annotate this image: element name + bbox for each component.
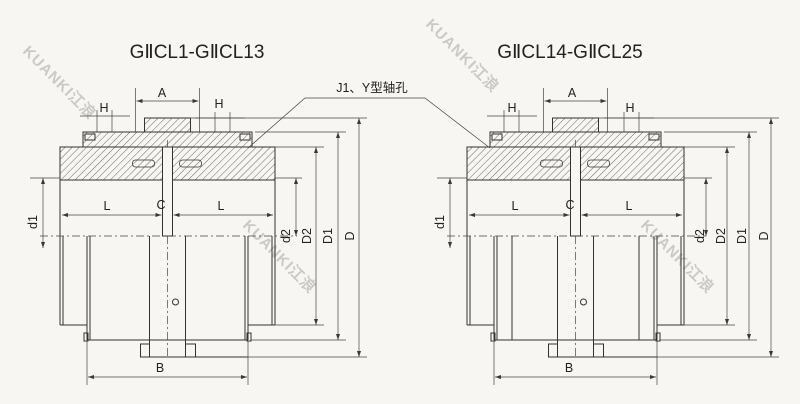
arrowhead xyxy=(294,178,298,236)
dim-label-B: B xyxy=(565,361,573,375)
dim-label-d2: d2 xyxy=(279,229,293,243)
dim-label-D2: D2 xyxy=(714,228,728,244)
mark-symbol xyxy=(580,298,587,306)
leader-note: J1、Y型轴孔 xyxy=(336,80,408,95)
dim-label-d2: d2 xyxy=(693,229,707,243)
dim-label-D1: D1 xyxy=(735,228,749,244)
leader-line xyxy=(247,97,491,149)
dim-label-D1: D1 xyxy=(321,228,335,244)
bottom-bolt-head xyxy=(140,343,150,358)
shaft-bore-leader: J1、Y型轴孔 xyxy=(247,80,491,149)
dim-label-D: D xyxy=(757,231,771,240)
dim-label-H-right: H xyxy=(214,97,223,111)
side-screw xyxy=(246,332,252,342)
dim-label-L-right: L xyxy=(218,199,225,213)
dim-label-H-left: H xyxy=(507,101,516,115)
mark-symbol xyxy=(172,298,179,306)
arrowhead xyxy=(704,178,708,236)
bottom-bolt-head xyxy=(548,343,558,358)
side-screw xyxy=(83,332,89,342)
side-screw xyxy=(655,332,661,342)
dim-label-L-right: L xyxy=(626,199,633,213)
dim-label-A: A xyxy=(158,86,167,100)
watermark: KUANKI江浪 xyxy=(19,42,100,123)
dim-label-L-left: L xyxy=(512,199,519,213)
dim-label-D: D xyxy=(343,231,357,240)
dim-label-H-left: H xyxy=(99,101,108,115)
side-screw xyxy=(490,332,496,342)
top-bolt xyxy=(552,117,599,133)
diagram-title: GⅡCL14-GⅡCL25 xyxy=(497,42,642,63)
coupling-small-series: GⅡCL1-GⅡCL13 A H H L L C B d1 d2 D2 D1 D xyxy=(26,42,367,385)
center-gap xyxy=(570,146,581,237)
dim-label-d1: d1 xyxy=(26,215,40,229)
dim-label-B: B xyxy=(156,361,164,375)
hub-section-left xyxy=(466,146,571,181)
center-gap xyxy=(162,146,173,237)
dim-label-d1: d1 xyxy=(433,215,447,229)
coupling-large-series: GⅡCL14-GⅡCL25 A H H L L C B d1 d2 D2 D1 … xyxy=(433,42,779,385)
dim-label-A: A xyxy=(568,86,577,100)
watermark: KUANKI江浪 xyxy=(422,15,503,96)
dim-label-C: C xyxy=(565,198,574,212)
dim-label-D2: D2 xyxy=(300,228,314,244)
dim-label-C: C xyxy=(156,198,165,212)
sleeve-flange xyxy=(489,131,662,148)
dim-label-H-right: H xyxy=(625,101,634,115)
hub-section-left xyxy=(59,146,163,181)
bottom-bolt-nut xyxy=(185,343,196,358)
dim-label-L-left: L xyxy=(104,199,111,213)
top-bolt xyxy=(144,117,191,133)
sleeve-flange xyxy=(82,131,253,148)
diagram-title: GⅡCL1-GⅡCL13 xyxy=(130,42,265,63)
bottom-bolt-nut xyxy=(593,343,604,358)
hub-section-right xyxy=(172,146,276,181)
hub-section-right xyxy=(580,146,685,181)
